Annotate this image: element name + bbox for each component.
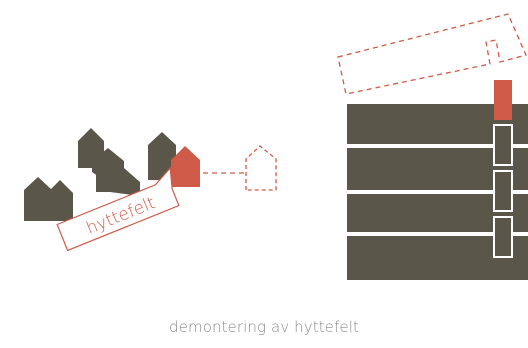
cabin-house-icon bbox=[24, 177, 52, 221]
cabin-house-icon bbox=[110, 168, 140, 196]
cabin-house-icon bbox=[148, 132, 176, 180]
cabin-cluster: hyttefelt bbox=[24, 128, 277, 252]
tower-slot bbox=[493, 216, 513, 258]
dashed-removed-outline bbox=[337, 13, 527, 95]
hyttefelt-tag-shape bbox=[56, 166, 180, 252]
tower-accent-segment bbox=[494, 80, 512, 120]
block-composition bbox=[337, 13, 528, 280]
cabin-house-icon bbox=[50, 180, 73, 221]
tower-slot bbox=[493, 170, 513, 212]
ghost-house-icon bbox=[245, 145, 277, 191]
diagram-caption: demontering av hyttefelt bbox=[169, 318, 359, 336]
tower-slot bbox=[493, 124, 513, 166]
cabin-house-accent-icon bbox=[171, 146, 200, 187]
